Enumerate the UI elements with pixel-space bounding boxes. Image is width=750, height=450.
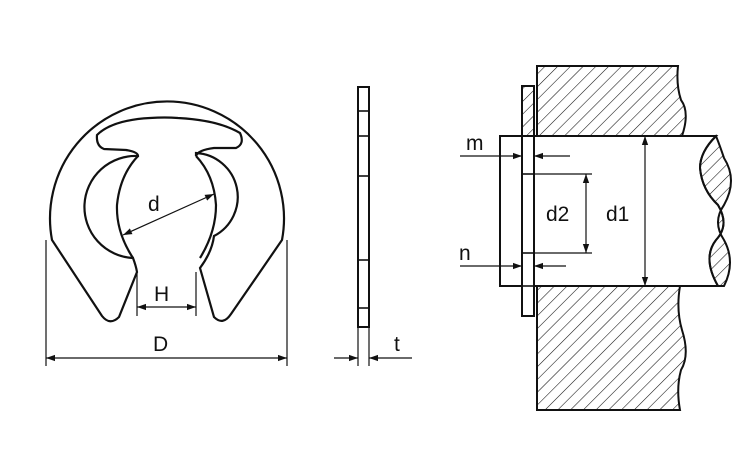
assembly-section-view: m n d2 d1 bbox=[459, 65, 732, 411]
t-dimension-label: t bbox=[394, 333, 400, 356]
e-ring-inner-left-prong bbox=[115, 155, 139, 259]
e-ring-inner-right-prong bbox=[195, 155, 218, 259]
ring-section-lower bbox=[521, 135, 535, 317]
shaft-break-section bbox=[698, 134, 732, 287]
side-view-body bbox=[357, 86, 370, 328]
e-ring-outline bbox=[48, 100, 286, 323]
d2-dimension-label: d2 bbox=[546, 203, 569, 226]
ring-section-upper bbox=[521, 85, 535, 137]
m-dimension-label: m bbox=[466, 132, 484, 155]
housing-upper bbox=[536, 65, 687, 137]
e-ring-front-view: d H D bbox=[45, 100, 288, 366]
n-dimension-label: n bbox=[459, 242, 471, 265]
d-dimension-line bbox=[122, 193, 215, 236]
housing-lower bbox=[536, 285, 687, 411]
D-dimension-label: D bbox=[153, 333, 168, 356]
e-ring-side-view: t bbox=[334, 86, 412, 366]
d1-dimension-label: d1 bbox=[606, 203, 629, 226]
H-dimension-label: H bbox=[154, 283, 169, 306]
d-dimension-label: d bbox=[148, 193, 160, 216]
